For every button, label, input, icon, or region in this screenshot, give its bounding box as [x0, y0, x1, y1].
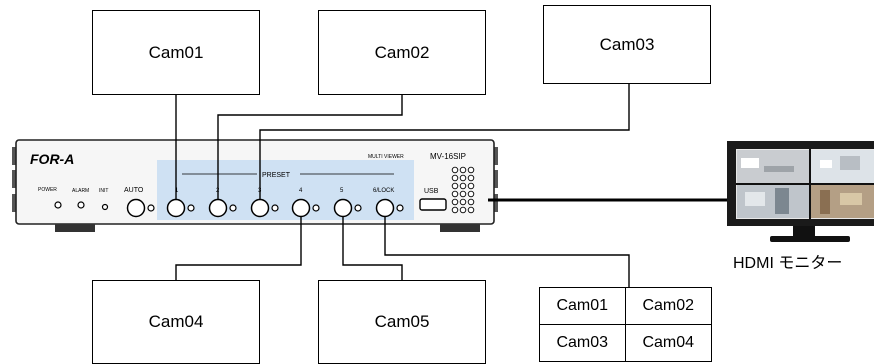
power-led	[54, 201, 62, 209]
connector-lines	[175, 84, 630, 287]
cam03-label: Cam03	[599, 34, 655, 54]
init-label: INIT	[99, 188, 108, 194]
rack-ear-right-top	[492, 147, 498, 165]
vent-holes	[451, 166, 475, 214]
multiview-cell: Cam01	[540, 288, 626, 325]
line-cam02-preset2	[217, 95, 403, 199]
cam01-box: Cam01	[92, 10, 260, 95]
auto-button	[126, 198, 146, 218]
mv-device: PRESET FOR-A MULTI VIEWER MV-16SIP POWER…	[12, 139, 498, 232]
preset-panel	[157, 160, 414, 220]
cam03-box: Cam03	[543, 5, 711, 84]
rack-ear-right-mid	[492, 170, 498, 188]
preset-1-button	[166, 198, 186, 218]
usb-label: USB	[424, 188, 439, 195]
preset-4-button	[291, 198, 311, 218]
cam05-box: Cam05	[318, 280, 486, 364]
preset-2-led	[229, 204, 237, 212]
preset-4-label: 4	[299, 188, 303, 194]
preset-3-led	[271, 204, 279, 212]
monitor-neck	[793, 226, 815, 236]
alarm-led	[77, 201, 85, 209]
preset-label: PRESET	[262, 172, 291, 179]
preset-1-label: 1	[175, 188, 179, 194]
line-preset6-multiview	[384, 217, 630, 287]
rack-ear-left-top	[12, 147, 18, 165]
brand-logo: FOR-A	[30, 151, 74, 167]
line-preset4-cam04	[175, 217, 302, 280]
multiview-cell: Cam04	[642, 333, 695, 351]
rack-ear-left-bot	[12, 194, 18, 212]
preset-6-button	[375, 198, 395, 218]
line-preset5-cam05	[342, 217, 403, 280]
preset-5-label: 5	[340, 188, 344, 194]
preset-2-button	[208, 198, 228, 218]
cam02-box: Cam02	[318, 10, 486, 95]
preset-1-led	[187, 204, 195, 212]
preset-5-button	[333, 198, 353, 218]
power-label: POWER	[38, 187, 57, 193]
cam01-label: Cam01	[148, 42, 204, 62]
device-foot-right	[440, 224, 480, 232]
monitor-label: HDMI モニター	[733, 255, 843, 272]
preset-4-led	[312, 204, 320, 212]
alarm-label: ALARM	[72, 188, 89, 194]
preset-6-label: 6/LOCK	[373, 188, 394, 194]
cam05-label: Cam05	[374, 312, 430, 331]
multiview-layout-table: Cam01 Cam02 Cam03 Cam04	[539, 287, 712, 362]
preset-5-led	[354, 204, 362, 212]
hdmi-monitor	[727, 141, 874, 242]
preset-3-button	[250, 198, 270, 218]
usb-port	[419, 198, 447, 211]
preset-6-led	[396, 204, 404, 212]
device-foot-left	[55, 224, 95, 232]
auto-led	[147, 204, 155, 212]
multiview-cell: Cam02	[625, 288, 711, 325]
cam04-label: Cam04	[148, 312, 204, 331]
monitor-stand	[770, 236, 850, 242]
model-label: MV-16SIP	[430, 152, 466, 161]
multiview-cell: Cam03	[540, 324, 626, 361]
multiviewer-label: MULTI VIEWER	[368, 154, 404, 160]
line-cam03-preset3	[259, 84, 630, 199]
rack-ear-left-mid	[12, 170, 18, 188]
cam02-label: Cam02	[374, 42, 430, 62]
auto-label: AUTO	[124, 187, 144, 194]
rack-ear-right-bot	[492, 194, 498, 212]
init-button	[101, 203, 109, 211]
